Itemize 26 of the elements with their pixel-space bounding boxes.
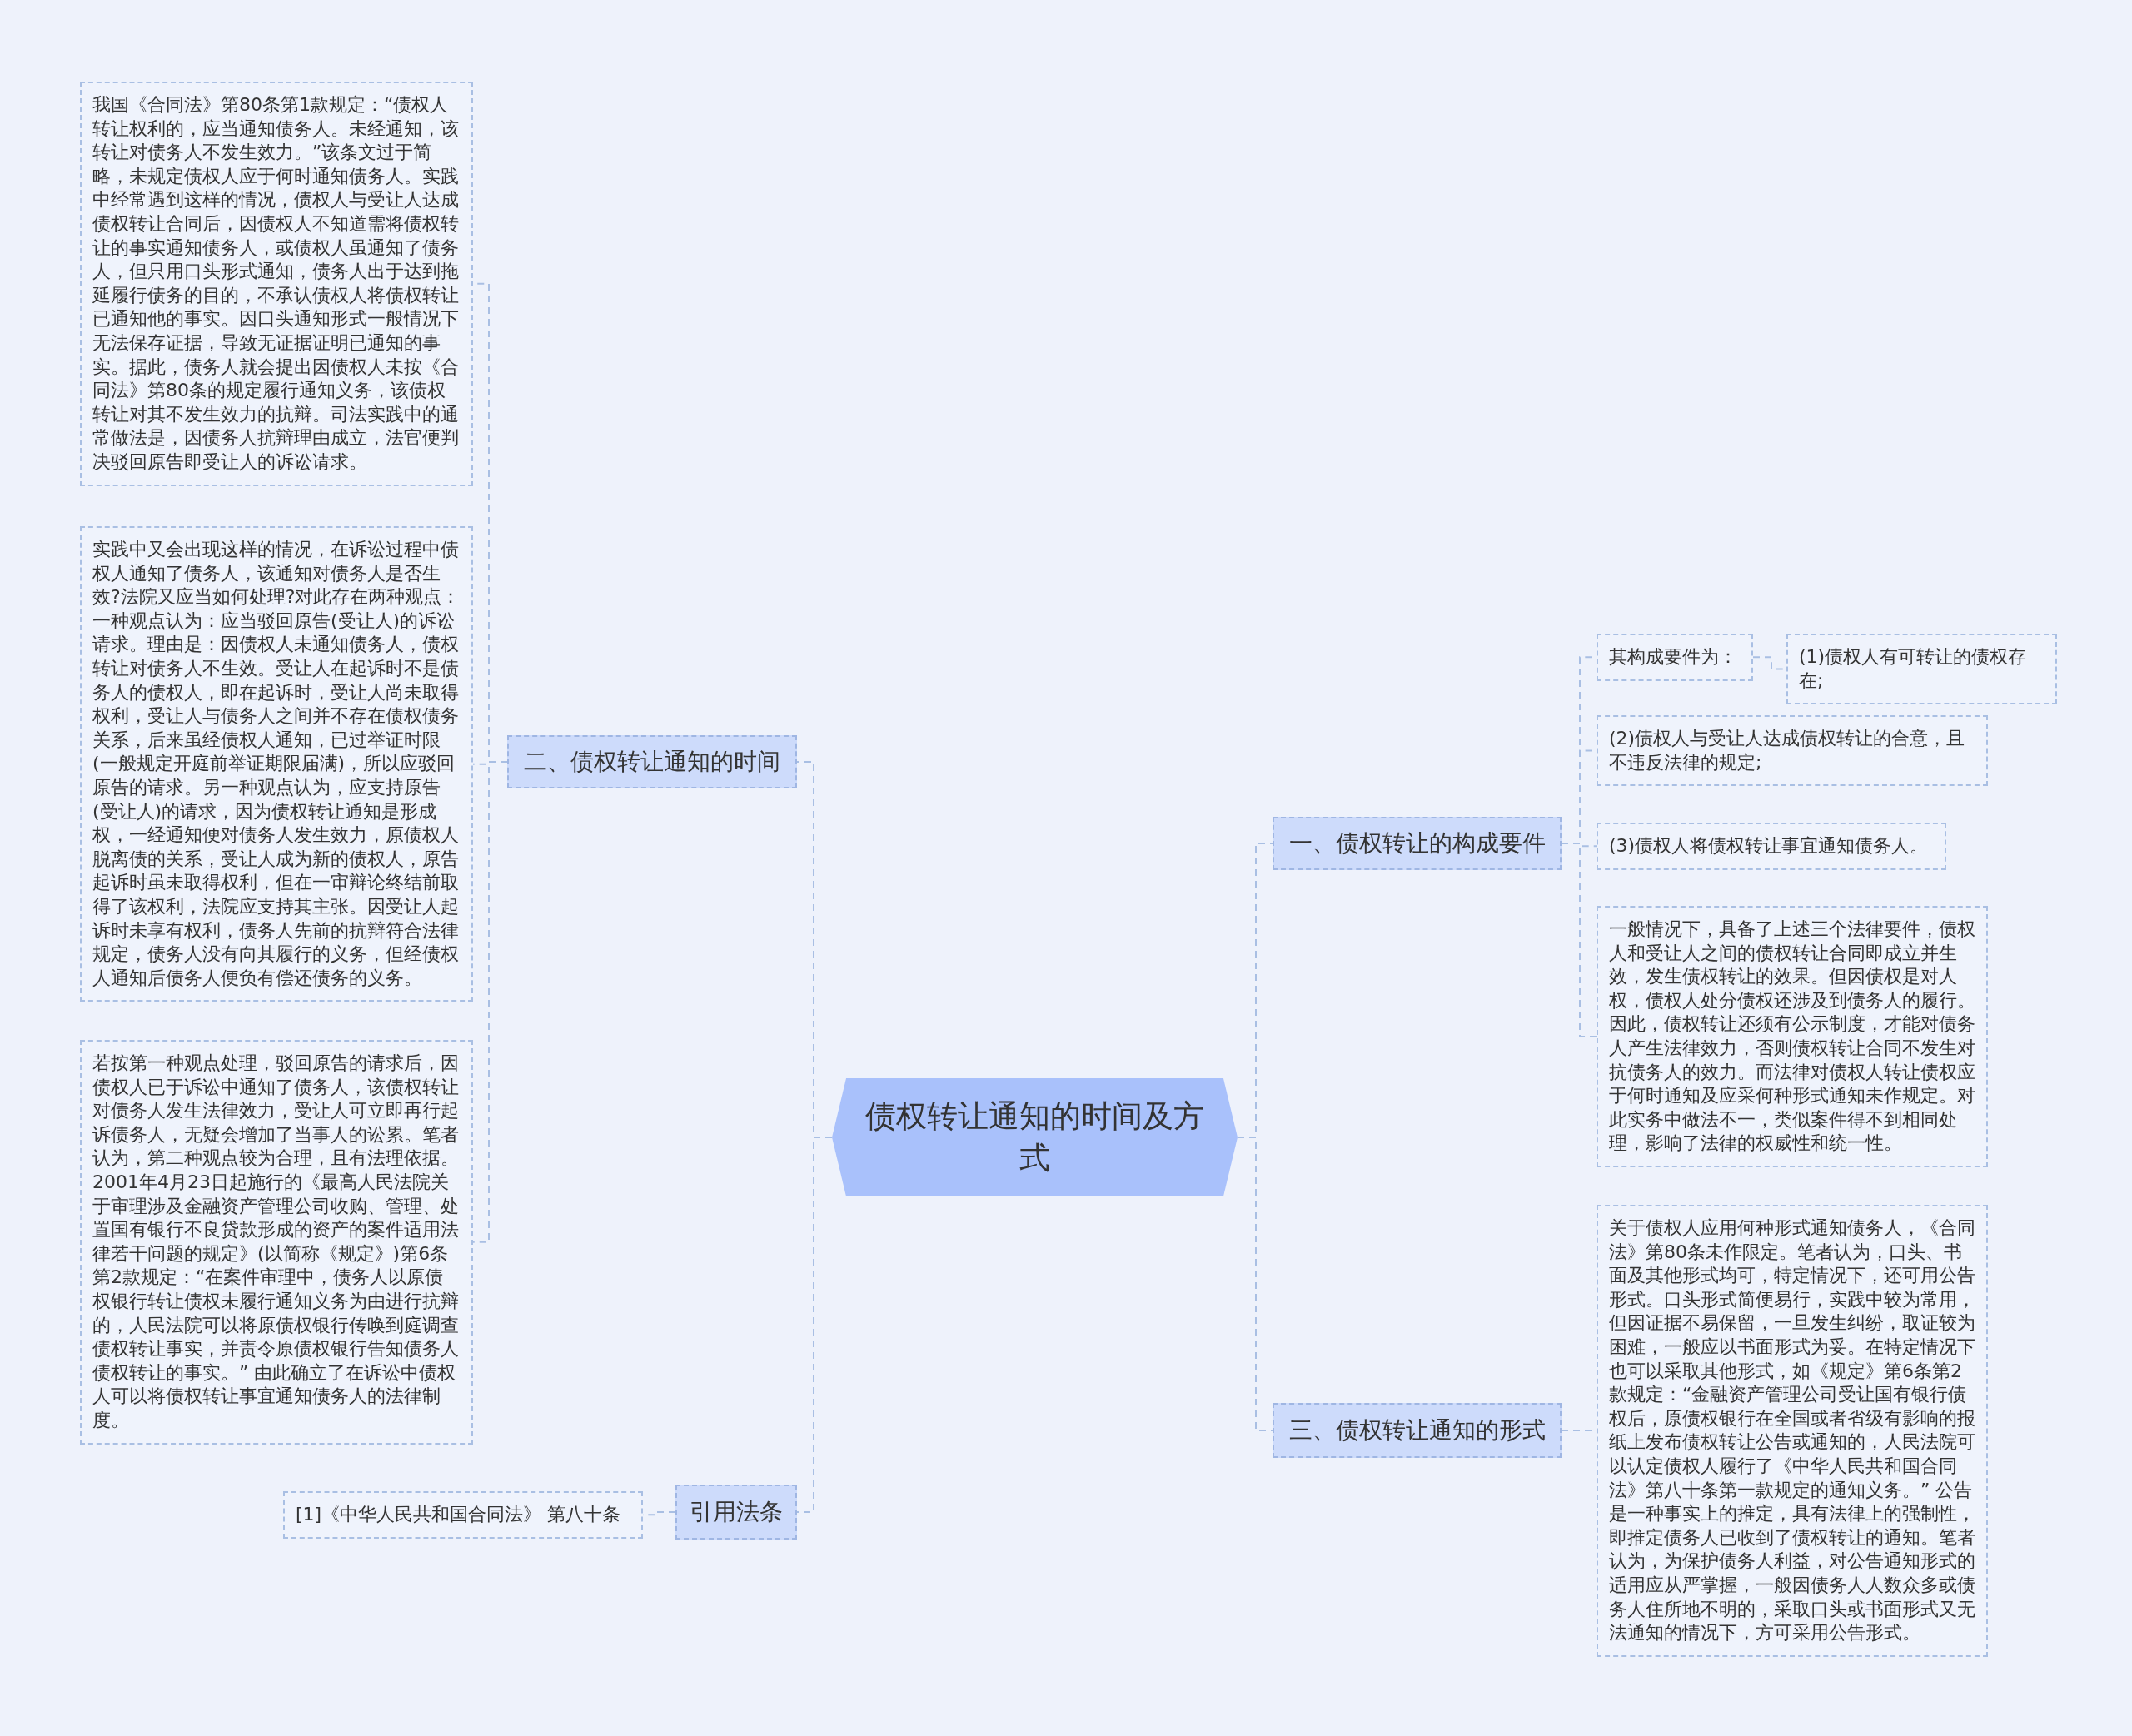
connector-line: [1561, 843, 1597, 1037]
note-text: 关于债权人应用何种形式通知债务人，《合同法》第80条未作限定。笔者认为，口头、书面及其他形式均可，特定情况下，还可用公告形式。口头形式简便易行，实践中较为常用，但因证据不易保留，一旦发生纠纷，取证较为困难，一般应以书面形式为妥。在特定情况下也可以采取其他形式，如《规定》第6条第2款规定：“金融资产管理公司受让国有银行债权后，原债权银行在全国或者省级有影响的报纸上发布债权转让公告或通知的，人民法院可以认定债权人履行了《中华人民共和国合同法》第八十条第一款规定的通知义务。” 公告是一种事实上的推定，具有法律上的强制性，即推定债务人已收到了债权转让的通知。笔者认为，为保护债务人利益，对公告通知形式的适用应从严掌握，一般因债务人人数众多或债务人住所地不明的，采取口头或书面形式又无法通知的情况下，方可采用公告形式。: [1609, 1216, 1975, 1645]
note-text: 若按第一种观点处理，驳回原告的请求后，因债权人已于诉讼中通知了债务人，该债权转让对债务人发生法律效力，受让人可立即再行起诉债务人，无疑会增加了当事人的讼累。笔者认为，第二种观点较为合理，且有法理依据。2001年4月23日起施行的《最高人民法院关于审理涉及金融资产管理公司收购、管理、处置国有银行不良贷款形成的资产的案件适用法律若干问题的规定》(以简称《规定》)第6条第2款规定：“在案件审理中，债务人以原债权银行转让债权未履行通知义务为由进行抗辩的，人民法院可以将原债权银行传唤到庭调查债权转让事实，并责令原债权银行告知债务人债权转让的事实。” 由此确立了在诉讼中债权人可以将债权转让事宜通知债务人的法律制度。: [92, 1052, 460, 1432]
note-box: [283, 1491, 643, 1539]
branch-topic-box: [675, 1485, 797, 1540]
note-text: (3)债权人将债权转让事宜通知债务人。: [1609, 834, 1930, 858]
note-box: [1597, 823, 1946, 870]
note-box: [1786, 634, 2057, 705]
note-text: [1]《中华人民共和国合同法》 第八十条: [296, 1503, 622, 1526]
topic-text: 三、债权转让通知的形式: [1288, 1415, 1546, 1445]
note-box: [1597, 715, 1988, 787]
topic-text: 引用法条: [690, 1497, 783, 1527]
note-text: 其构成要件为：: [1609, 645, 1738, 669]
note-text: (1)债权人有可转让的债权存在;: [1799, 645, 2028, 693]
branch-topic-box: [1273, 1403, 1562, 1458]
note-text: 我国《合同法》第80条第1款规定：“债权人转让权利的，应当通知债务人。未经通知，该转让对债务人不发生效力。”该条文过于简略，未规定债权人应于何时通知债务人。实践中经常遇到这样的情况，债权人与受让人达成债权转让合同后，因债权人不知道需将债权转让的事实通知债务人，或债权人虽通知了债务人，但只用口头形式通知，债务人出于达到拖延履行债务的目的，不承认债权人将债权转让已通知他的事实。因口头通知形式一般情况下无法保存证据，导致无证据证明已通知的事实。据此，债务人就会提出因债权人未按《合同法》第80条的规定履行通知义务，该债权转让对其不发生效力的抗辩。司法实践中的通常做法是，因债务人抗辩理由成立，法官便判决驳回原告即受让人的诉讼请求。: [92, 93, 460, 474]
note-box: [1597, 634, 1753, 681]
topic-text: 一、债权转让的构成要件: [1288, 828, 1546, 858]
note-text: 实践中又会出现这样的情况，在诉讼过程中债权人通知了债务人，该通知对债务人是否生效?法院又应当如何处理?对此存在两种观点：一种观点认为：应当驳回原告(受让人)的诉讼请求。理由是：因债权人未通知债务人，债权转让对债务人不生效。受让人在起诉时不是债务人的债权人，即在起诉时，受让人尚未取得权利，受让人与债务人之间并不存在债权债务关系，后来虽经债权人通知，已过举证时限(一般规定开庭前举证期限届满)，所以应驳回原告的请求。另一种观点认为，应支持原告(受让人)的请求，因为债权转让通知是形成权，一经通知便对债务人发生效力，原债权人脱离债的关系，受让人成为新的债权人，原告起诉时虽未取得权利，但在一审辩论终结前取得了该权利，法院应支持其主张。因受让人起诉时未享有权利，债务人先前的抗辩符合法律规定，债务人没有向其履行的义务，但经债权人通知后债务人便负有偿还债务的义务。: [92, 538, 461, 990]
branch-topic-box: [1273, 817, 1562, 870]
topic-text: 二、债权转让通知的时间: [524, 747, 780, 777]
note-text: 一般情况下，具备了上述三个法律要件，债权人和受让人之间的债权转让合同即成立并生效，发生债权转让的效果。但因债权是对人权，债权人处分债权还涉及到债务人的履行。因此，债权转让还须有公示制度，才能对债务人产生法律效力，否则债权转让合同不发生对抗债务人的效力。而法律对债权人转让债权应于何时通知及应采何种形式通知未作规定。对此实务中做法不一，类似案件得不到相同处理，影响了法律的权威性和统一性。: [1609, 918, 1975, 1156]
branch-topic-box: [507, 735, 797, 788]
note-text: (2)债权人与受让人达成债权转让的合意，且不违反法律的规定;: [1609, 727, 1966, 774]
topic-text: 债权转让通知的时间及方式: [864, 1097, 1205, 1177]
central-topic-hexagon: [832, 1078, 1238, 1196]
